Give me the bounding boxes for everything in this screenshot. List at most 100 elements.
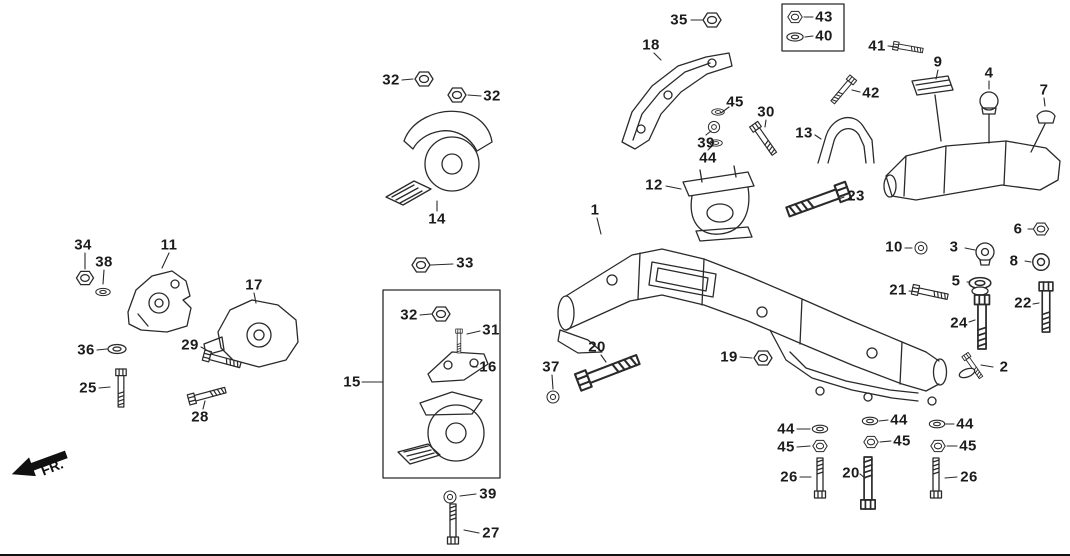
callout-3-24: 3 bbox=[949, 238, 959, 256]
callout-21-31: 21 bbox=[889, 281, 907, 299]
nut-6-icon bbox=[1032, 222, 1050, 236]
bolt-25-icon bbox=[115, 368, 127, 408]
callout-11-22: 11 bbox=[160, 236, 178, 254]
callout-32-9: 32 bbox=[483, 87, 501, 105]
callout-24-34: 24 bbox=[950, 314, 968, 332]
bolt-21-icon bbox=[910, 283, 950, 303]
callout-30-11: 30 bbox=[757, 103, 775, 121]
callout-7-7: 7 bbox=[1039, 81, 1049, 99]
callout-44-45: 44 bbox=[777, 420, 795, 438]
rear-beam-art bbox=[883, 75, 1061, 201]
mount-14-art bbox=[385, 110, 493, 206]
grommet-39-b-icon bbox=[443, 490, 457, 504]
callout-28-44: 28 bbox=[191, 408, 209, 426]
callout-42-12: 42 bbox=[862, 84, 880, 102]
bolt-31-icon bbox=[455, 328, 463, 354]
mount-11-art bbox=[127, 270, 192, 333]
callout-44-15: 44 bbox=[699, 149, 717, 167]
callout-38-21: 38 bbox=[95, 253, 113, 271]
callout-19-39: 19 bbox=[720, 348, 738, 366]
callout-16-37: 16 bbox=[479, 358, 497, 376]
nut-19-icon bbox=[753, 350, 773, 366]
washer-44-c-icon bbox=[861, 416, 879, 426]
callout-32-8: 32 bbox=[382, 71, 400, 89]
callout-45-48: 45 bbox=[893, 432, 911, 450]
callout-25-43: 25 bbox=[79, 379, 97, 397]
callout-13-13: 13 bbox=[795, 124, 813, 142]
callout-10-23: 10 bbox=[885, 238, 903, 256]
subframe-crossmember-art bbox=[557, 248, 948, 406]
callout-23-17: 23 bbox=[847, 187, 865, 205]
callout-40-2: 40 bbox=[815, 27, 833, 45]
callout-37-41: 37 bbox=[542, 358, 560, 376]
callout-44-47: 44 bbox=[890, 411, 908, 429]
callout-45-46: 45 bbox=[777, 438, 795, 456]
bolt-28-icon bbox=[186, 384, 228, 406]
nut-43-icon bbox=[787, 10, 803, 24]
grommet-37-icon bbox=[546, 390, 560, 404]
callout-36-35: 36 bbox=[77, 341, 95, 359]
callout-9-5: 9 bbox=[933, 53, 943, 71]
bolt-23-icon bbox=[783, 180, 853, 222]
callout-20-40: 20 bbox=[588, 338, 606, 356]
grommet-10-icon bbox=[914, 241, 928, 255]
callout-8-26: 8 bbox=[1009, 252, 1019, 270]
callout-31-30: 31 bbox=[482, 321, 500, 339]
bolt-20-b-icon bbox=[860, 456, 876, 510]
callout-2-42: 2 bbox=[999, 358, 1009, 376]
callout-35-0: 35 bbox=[670, 11, 688, 29]
clamp-13-art bbox=[817, 116, 875, 164]
callout-33-27: 33 bbox=[456, 254, 474, 272]
washer-40-icon bbox=[786, 32, 804, 42]
grommet-39-a-icon bbox=[707, 120, 721, 134]
callout-17-28: 17 bbox=[245, 276, 263, 294]
callout-41-3: 41 bbox=[868, 37, 886, 55]
bolt-29-icon bbox=[201, 349, 243, 371]
bushing-3-icon bbox=[975, 242, 995, 266]
mount-12-art bbox=[682, 165, 755, 242]
callout-45-50: 45 bbox=[959, 437, 977, 455]
washer-44-b-icon bbox=[811, 424, 829, 434]
bolt-22-icon bbox=[1038, 281, 1054, 333]
washer-5b-icon bbox=[971, 286, 989, 296]
callout-39-54: 39 bbox=[479, 485, 497, 503]
callout-34-20: 34 bbox=[74, 236, 92, 254]
nut-33-icon bbox=[411, 257, 431, 273]
callout-18-4: 18 bbox=[642, 36, 660, 54]
bolt-27-icon bbox=[446, 503, 460, 545]
legend-box bbox=[781, 3, 845, 52]
front-direction-arrow-icon bbox=[11, 450, 68, 477]
bolt-26-a-icon bbox=[813, 457, 827, 499]
bolt-41-icon bbox=[892, 40, 924, 56]
nut-45-b-icon bbox=[812, 439, 828, 453]
callout-32-29: 32 bbox=[400, 306, 418, 324]
bolt-20-a-icon bbox=[573, 350, 643, 392]
nut-35-icon bbox=[702, 12, 722, 28]
callout-29-36: 29 bbox=[181, 336, 199, 354]
callout-39-14: 39 bbox=[697, 134, 715, 152]
nut-45-c-icon bbox=[863, 435, 879, 449]
callout-15-38: 15 bbox=[343, 373, 361, 391]
callout-26-53: 26 bbox=[960, 468, 978, 486]
nut-32-c-icon bbox=[431, 306, 451, 322]
group-box-15-art bbox=[382, 289, 501, 479]
washer-2-icon bbox=[958, 367, 976, 379]
callout-1-19: 1 bbox=[590, 201, 600, 219]
bolt-30-icon bbox=[749, 120, 779, 158]
callout-12-16: 12 bbox=[645, 176, 663, 194]
callout-45-10: 45 bbox=[726, 93, 744, 111]
callout-22-33: 22 bbox=[1014, 294, 1032, 312]
nut-34-icon bbox=[75, 270, 95, 286]
callout-14-18: 14 bbox=[428, 210, 446, 228]
callout-27-55: 27 bbox=[482, 524, 500, 542]
washer-38-icon bbox=[95, 287, 111, 297]
callout-20-52: 20 bbox=[842, 464, 860, 482]
callout-5-32: 5 bbox=[951, 272, 961, 290]
grommet-8-icon bbox=[1032, 253, 1050, 271]
nut-32-a-icon bbox=[414, 71, 434, 87]
washer-36-icon bbox=[107, 343, 127, 355]
bolt-26-b-icon bbox=[929, 457, 943, 499]
washer-44-d-icon bbox=[928, 419, 946, 429]
